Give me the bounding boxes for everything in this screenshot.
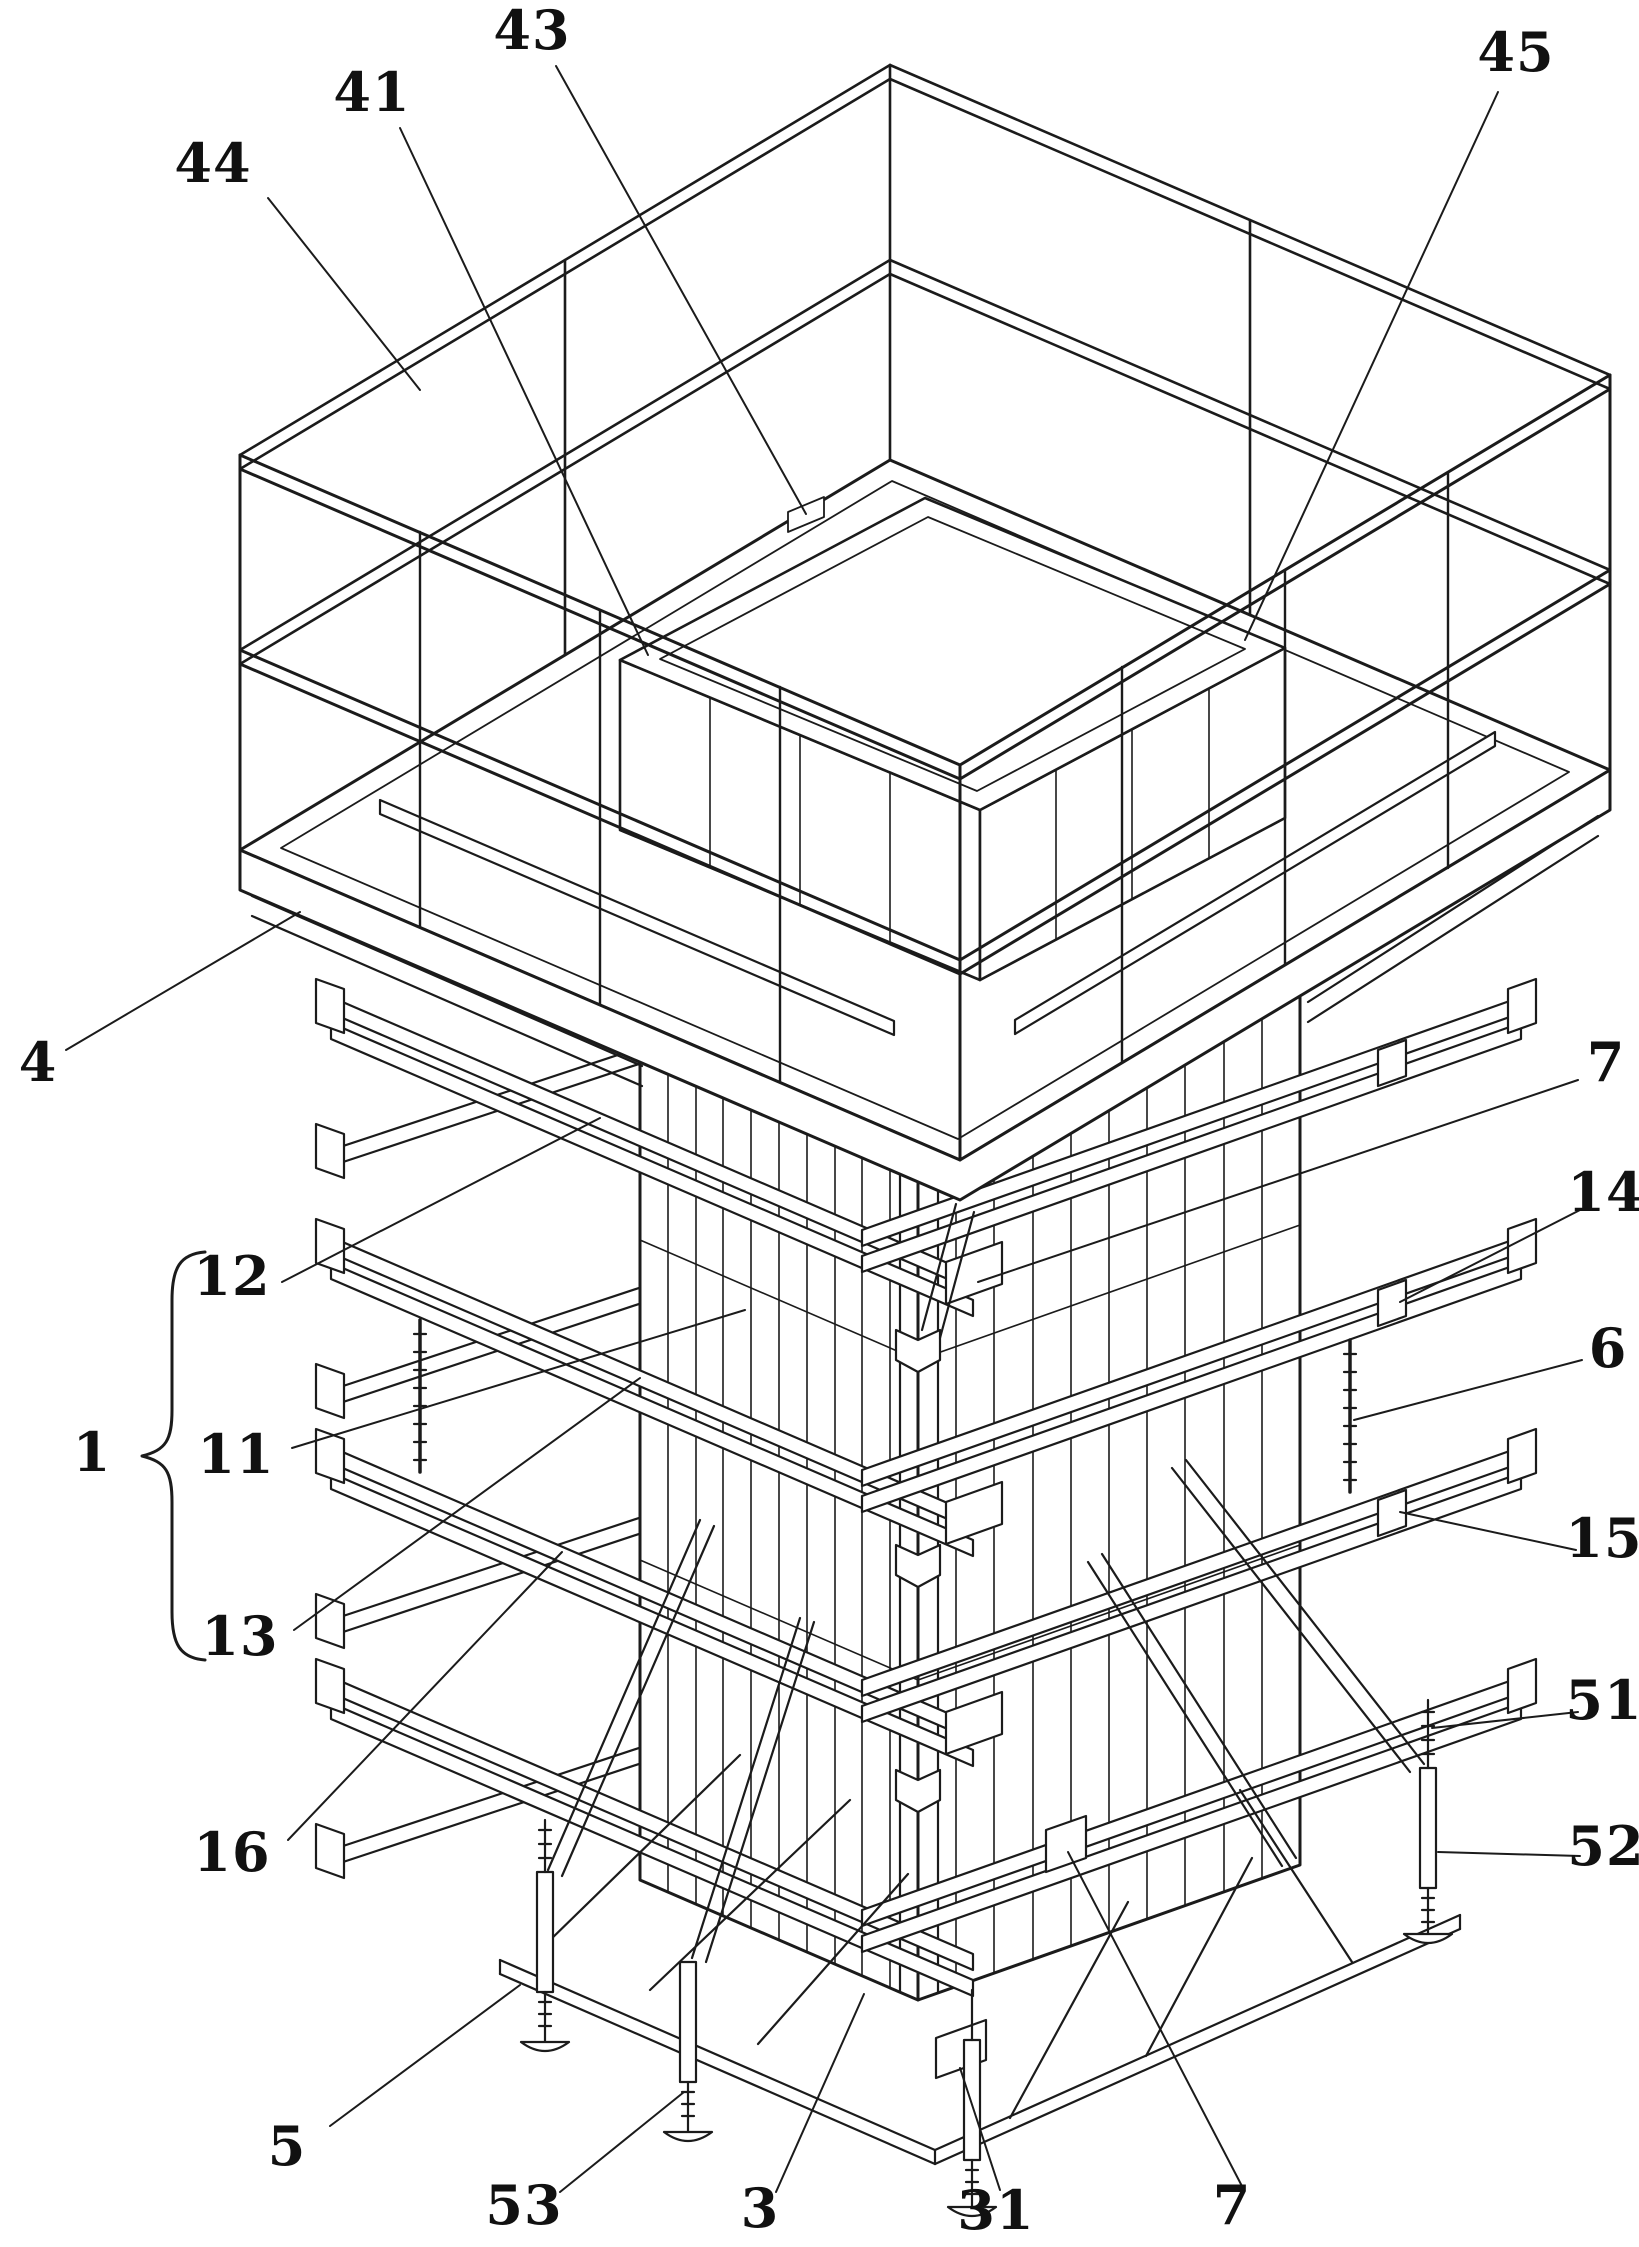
ref-label-6: 6 bbox=[1588, 1316, 1628, 1380]
ref-label-5: 5 bbox=[267, 2114, 307, 2178]
walers-right bbox=[860, 977, 1538, 1954]
ref-label-51: 51 bbox=[1565, 1668, 1639, 1732]
ref-label-1: 1 bbox=[72, 1420, 112, 1484]
ref-label-53: 53 bbox=[485, 2173, 563, 2237]
base-frame bbox=[498, 1753, 1462, 2166]
leader-lines bbox=[65, 65, 1583, 2193]
ref-label-7-right: 7 bbox=[1586, 1030, 1626, 1094]
ref-label-3: 3 bbox=[740, 2176, 780, 2240]
guard-railing-front bbox=[238, 373, 1612, 1162]
ref-label-4: 4 bbox=[18, 1030, 58, 1094]
ref-label-7-bottom: 7 bbox=[1212, 2173, 1252, 2237]
tie-rods bbox=[412, 1318, 1358, 1494]
corner-brackets bbox=[934, 1240, 1088, 2080]
ref-label-45: 45 bbox=[1477, 20, 1555, 84]
ref-label-11: 11 bbox=[197, 1422, 275, 1486]
ref-label-52: 52 bbox=[1567, 1814, 1639, 1878]
ref-label-12: 12 bbox=[193, 1244, 271, 1308]
screw-jacks bbox=[519, 1698, 1454, 2218]
ref-label-43: 43 bbox=[493, 0, 571, 62]
group-brace-1 bbox=[140, 1250, 207, 1662]
ref-label-16: 16 bbox=[193, 1820, 271, 1884]
ref-label-14: 14 bbox=[1567, 1160, 1639, 1224]
ref-label-44: 44 bbox=[174, 131, 252, 195]
ref-label-15: 15 bbox=[1565, 1506, 1639, 1570]
deck-beams bbox=[378, 730, 1497, 1037]
ref-label-41: 41 bbox=[333, 60, 411, 124]
ref-label-13: 13 bbox=[201, 1604, 279, 1668]
ref-label-31: 31 bbox=[957, 2178, 1035, 2242]
waler-clamps bbox=[1376, 1038, 1408, 1538]
push-pull-props bbox=[546, 1458, 1426, 1964]
guard-railing-back bbox=[238, 63, 1612, 666]
